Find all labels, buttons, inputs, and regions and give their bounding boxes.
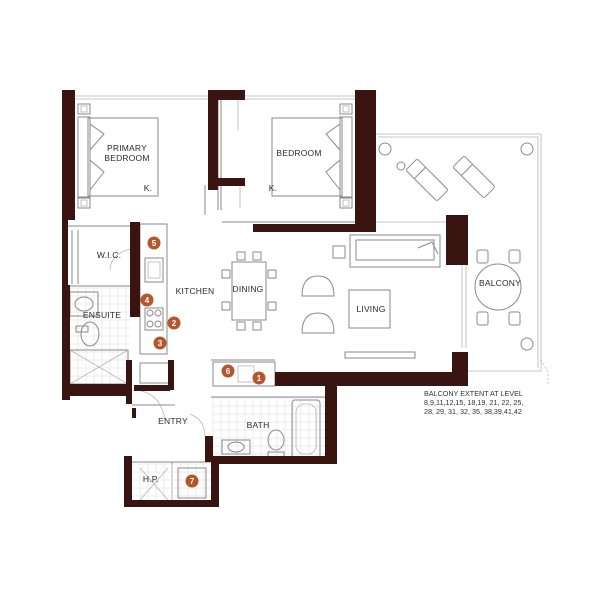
wic-shelves xyxy=(71,230,79,284)
svg-text:2: 2 xyxy=(172,319,177,328)
walls xyxy=(62,90,468,507)
bedroom-closet-mark: K. xyxy=(269,183,277,193)
svg-text:3: 3 xyxy=(158,339,163,348)
dining-label: DINING xyxy=(233,284,264,294)
balcony-label: BALCONY xyxy=(479,278,521,288)
bath-fixtures xyxy=(221,399,321,459)
bath-label: BATH xyxy=(247,420,270,430)
balcony-note-line2: 8,9,11,12,15, 18,19, 21, 22, 25, xyxy=(424,398,523,407)
svg-text:6: 6 xyxy=(226,367,231,376)
markers: 1 2 3 4 5 6 7 xyxy=(140,236,266,488)
hp-label: H.P. xyxy=(143,474,159,484)
balcony-furniture xyxy=(378,142,534,351)
svg-text:4: 4 xyxy=(145,296,150,305)
marker-5: 5 xyxy=(147,236,161,250)
marker-2: 2 xyxy=(167,316,181,330)
windows xyxy=(75,95,355,100)
bedroom-label: BEDROOM xyxy=(276,148,321,158)
svg-text:5: 5 xyxy=(152,239,157,248)
partitions xyxy=(68,100,376,503)
svg-text:7: 7 xyxy=(190,477,195,486)
primary-bedroom-label-line2: BEDROOM xyxy=(104,153,149,163)
hp-closet xyxy=(139,467,207,501)
marker-6: 6 xyxy=(221,364,235,378)
balcony-note-line3: 28, 29, 31, 32, 35, 38,39,41,42 xyxy=(424,407,522,416)
kitchen-counter xyxy=(139,223,276,387)
balcony-note-line1: BALCONY EXTENT AT LEVEL xyxy=(424,389,523,398)
ensuite-label: ENSUITE xyxy=(83,310,121,320)
entry-label: ENTRY xyxy=(158,416,188,426)
bedroom-bed xyxy=(271,103,353,209)
room-labels: PRIMARY BEDROOM K. BEDROOM K. W.I.C. ENS… xyxy=(83,143,521,484)
balcony-note: BALCONY EXTENT AT LEVEL 8,9,11,12,15, 18… xyxy=(424,389,523,416)
primary-bedroom-label-line1: PRIMARY xyxy=(107,143,147,153)
ensuite-fixtures xyxy=(69,291,129,385)
primary-bed xyxy=(77,103,159,209)
marker-1: 1 xyxy=(252,371,266,385)
marker-7: 7 xyxy=(185,474,199,488)
marker-4: 4 xyxy=(140,293,154,307)
kitchen-label: KITCHEN xyxy=(176,286,215,296)
dining-table xyxy=(221,251,277,331)
primary-closet-mark: K. xyxy=(144,183,152,193)
living-furniture xyxy=(301,234,441,359)
wic-label: W.I.C. xyxy=(97,250,121,260)
svg-text:1: 1 xyxy=(257,374,262,383)
marker-3: 3 xyxy=(153,336,167,350)
balcony-area xyxy=(376,133,549,385)
living-label: LIVING xyxy=(356,304,385,314)
